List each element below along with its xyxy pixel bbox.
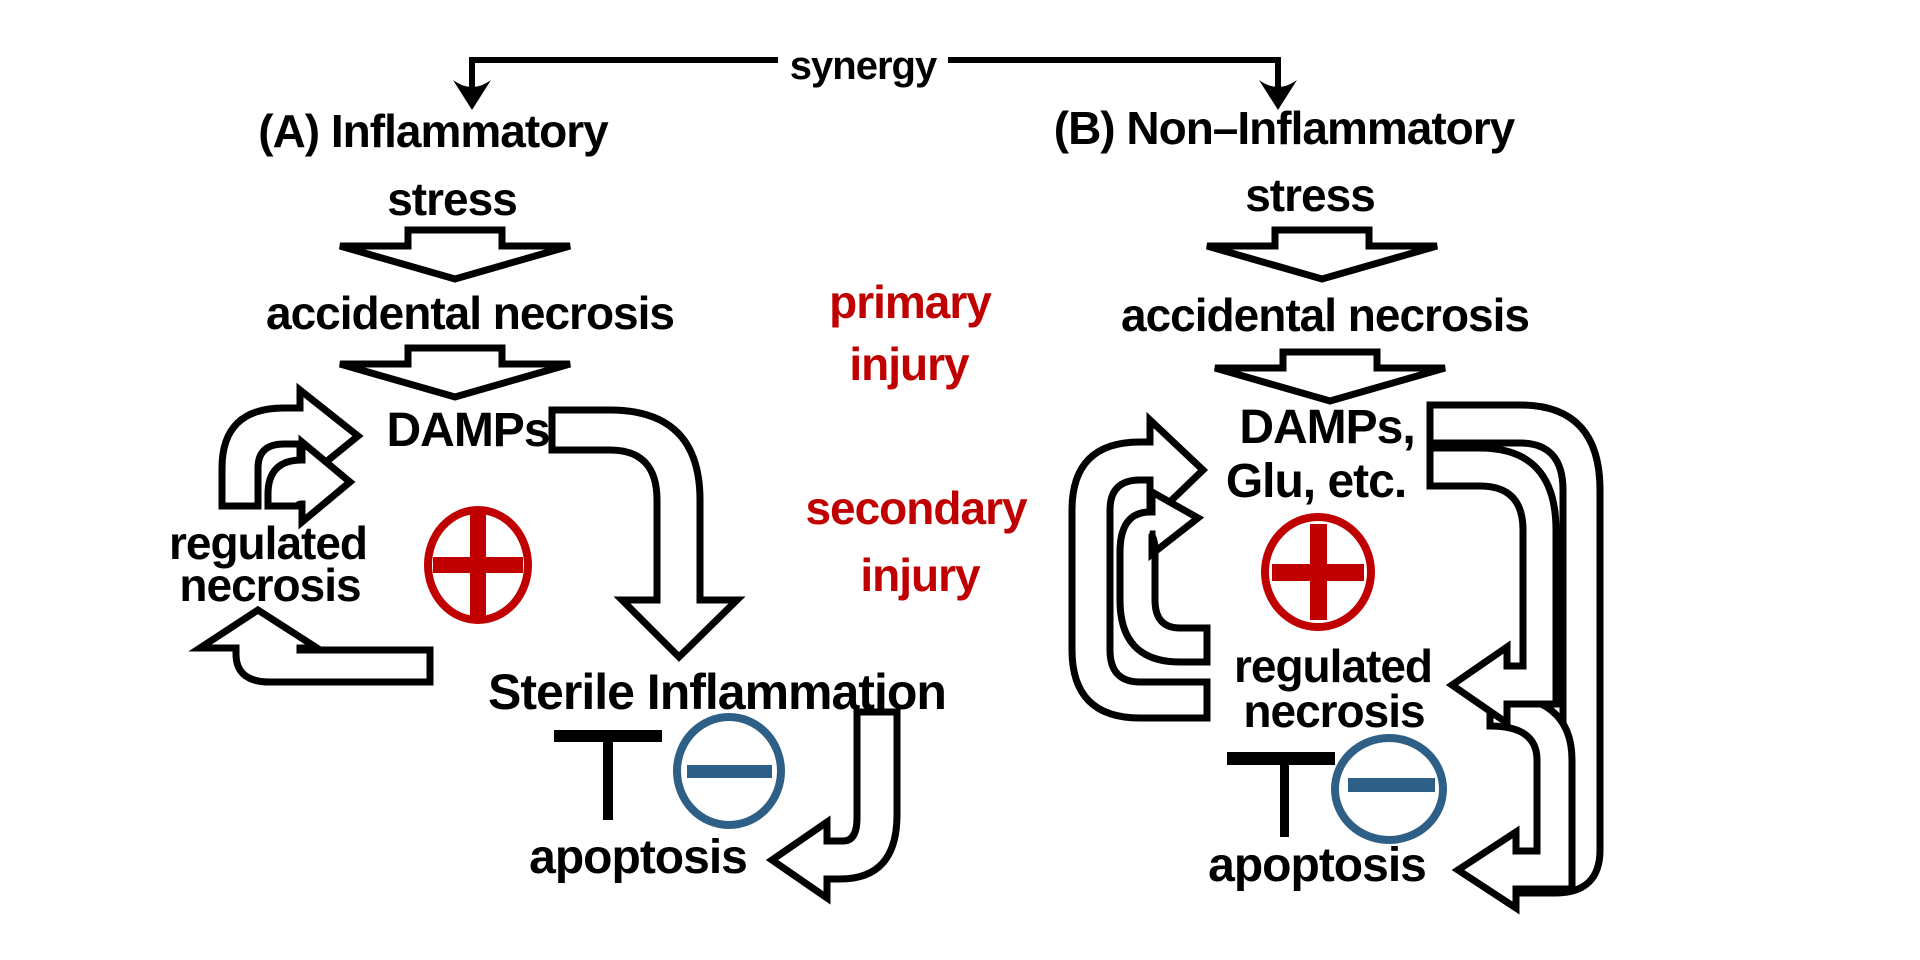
arrow-b-damps-to-necrosis-icon bbox=[1426, 444, 1560, 730]
panel-a-sterile-inflammation: Sterile Inflammation bbox=[488, 664, 947, 720]
panel-b-apoptosis: apoptosis bbox=[1208, 839, 1427, 892]
block-arrow-b-stress-to-necrosis-icon bbox=[1206, 226, 1438, 283]
arrow-a-damps-to-sterile-inflammation-icon bbox=[548, 406, 746, 662]
secondary-injury-line2: injury bbox=[860, 549, 980, 601]
synergy-connector bbox=[453, 57, 1297, 110]
synergy-line-right bbox=[948, 57, 1281, 92]
panel-a-regulated-line1: regulated bbox=[168, 517, 368, 569]
synergy-label: synergy bbox=[789, 44, 937, 88]
panel-b-damps-line1: DAMPs, bbox=[1239, 401, 1415, 454]
arrow-b-necrosis-to-apoptosis-icon bbox=[1451, 690, 1576, 915]
primary-injury-line1: primary bbox=[829, 276, 992, 328]
minus-circle-a-icon bbox=[673, 713, 785, 829]
panel-a-apoptosis: apoptosis bbox=[529, 831, 748, 884]
primary-injury-line2: injury bbox=[849, 338, 969, 390]
block-arrow-a-stress-to-necrosis-icon bbox=[339, 226, 571, 283]
arrow-b-damps-to-apoptosis-icon bbox=[1426, 401, 1604, 897]
panel-a-regulated-line2: necrosis bbox=[179, 559, 361, 611]
arrow-b-necrosis-to-damps-inner-icon bbox=[1116, 486, 1211, 666]
block-arrow-a-necrosis-to-damps-icon bbox=[339, 344, 571, 401]
panel-b-regulated-line2: necrosis bbox=[1243, 685, 1425, 737]
arrow-a-necrosis-to-damps-inner-icon bbox=[264, 434, 356, 530]
plus-circle-a-icon bbox=[424, 506, 532, 624]
inhibition-t-bar-a-icon bbox=[554, 730, 662, 820]
block-arrow-b-necrosis-to-damps-icon bbox=[1214, 348, 1446, 405]
panel-a-title-line1: (A) Inflammatory bbox=[258, 105, 608, 157]
synergy-arrowhead-right-icon bbox=[1259, 80, 1297, 110]
arrow-a-sterile-inflammation-to-apoptosis-icon bbox=[765, 708, 901, 905]
synergy-arrowhead-left-icon bbox=[453, 80, 491, 110]
plus-circle-b-icon bbox=[1261, 513, 1375, 631]
secondary-injury-line1: secondary bbox=[805, 482, 1027, 534]
arrow-a-necrosis-to-damps-outer-icon bbox=[218, 382, 364, 510]
arrow-a-sterile-inflammation-to-necrosis-icon bbox=[188, 605, 434, 686]
panel-b-title-line2: stress bbox=[1245, 169, 1376, 221]
panel-b-title-line1: (B) Non–Inflammatory bbox=[1053, 102, 1515, 154]
panel-b-damps-line2: Glu, etc. bbox=[1225, 455, 1407, 508]
panel-b-regulated-line1: regulated bbox=[1233, 640, 1433, 692]
panel-a-title-line2: stress bbox=[387, 173, 518, 225]
panel-b-accidental-necrosis: accidental necrosis bbox=[1121, 289, 1530, 341]
inhibition-t-bar-b-icon bbox=[1227, 752, 1335, 837]
arrow-b-necrosis-to-damps-outer-icon bbox=[1068, 411, 1211, 722]
panel-a-damps: DAMPs bbox=[386, 404, 550, 457]
minus-circle-b-icon bbox=[1331, 734, 1447, 844]
synergy-line-left bbox=[469, 57, 778, 92]
panel-a-accidental-necrosis: accidental necrosis bbox=[266, 287, 675, 339]
